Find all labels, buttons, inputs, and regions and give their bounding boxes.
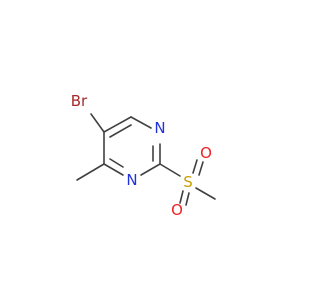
bond-s-methyl (195, 187, 216, 200)
bond-s-o2 (179, 190, 184, 204)
bond-c5-c6 (103, 116, 132, 133)
bond-c4-methyl (76, 163, 105, 181)
bond-n3-c4 (103, 163, 124, 176)
atom-br: Br (71, 92, 88, 110)
atom-n3: N (126, 171, 137, 189)
bonds (76, 113, 216, 206)
structure-canvas: Br N N S O O (71, 92, 216, 219)
bond-s-o1 (192, 159, 198, 174)
bond-c2-n3 (140, 163, 161, 176)
bond-c5-c6-double (109, 124, 132, 138)
bond-c5-br (90, 113, 105, 133)
bond-n3-c4-double (109, 158, 124, 168)
bond-s-o2-double (185, 192, 190, 206)
bond-c2-s (159, 163, 181, 177)
atom-labels: Br N N S O O (71, 92, 212, 219)
bond-s-o1-double (198, 161, 204, 176)
atom-s: S (183, 173, 193, 191)
atom-n1: N (154, 119, 165, 137)
atom-o-lower: O (171, 201, 183, 219)
atom-o-upper: O (200, 144, 212, 162)
bond-c6-n1 (130, 116, 152, 129)
